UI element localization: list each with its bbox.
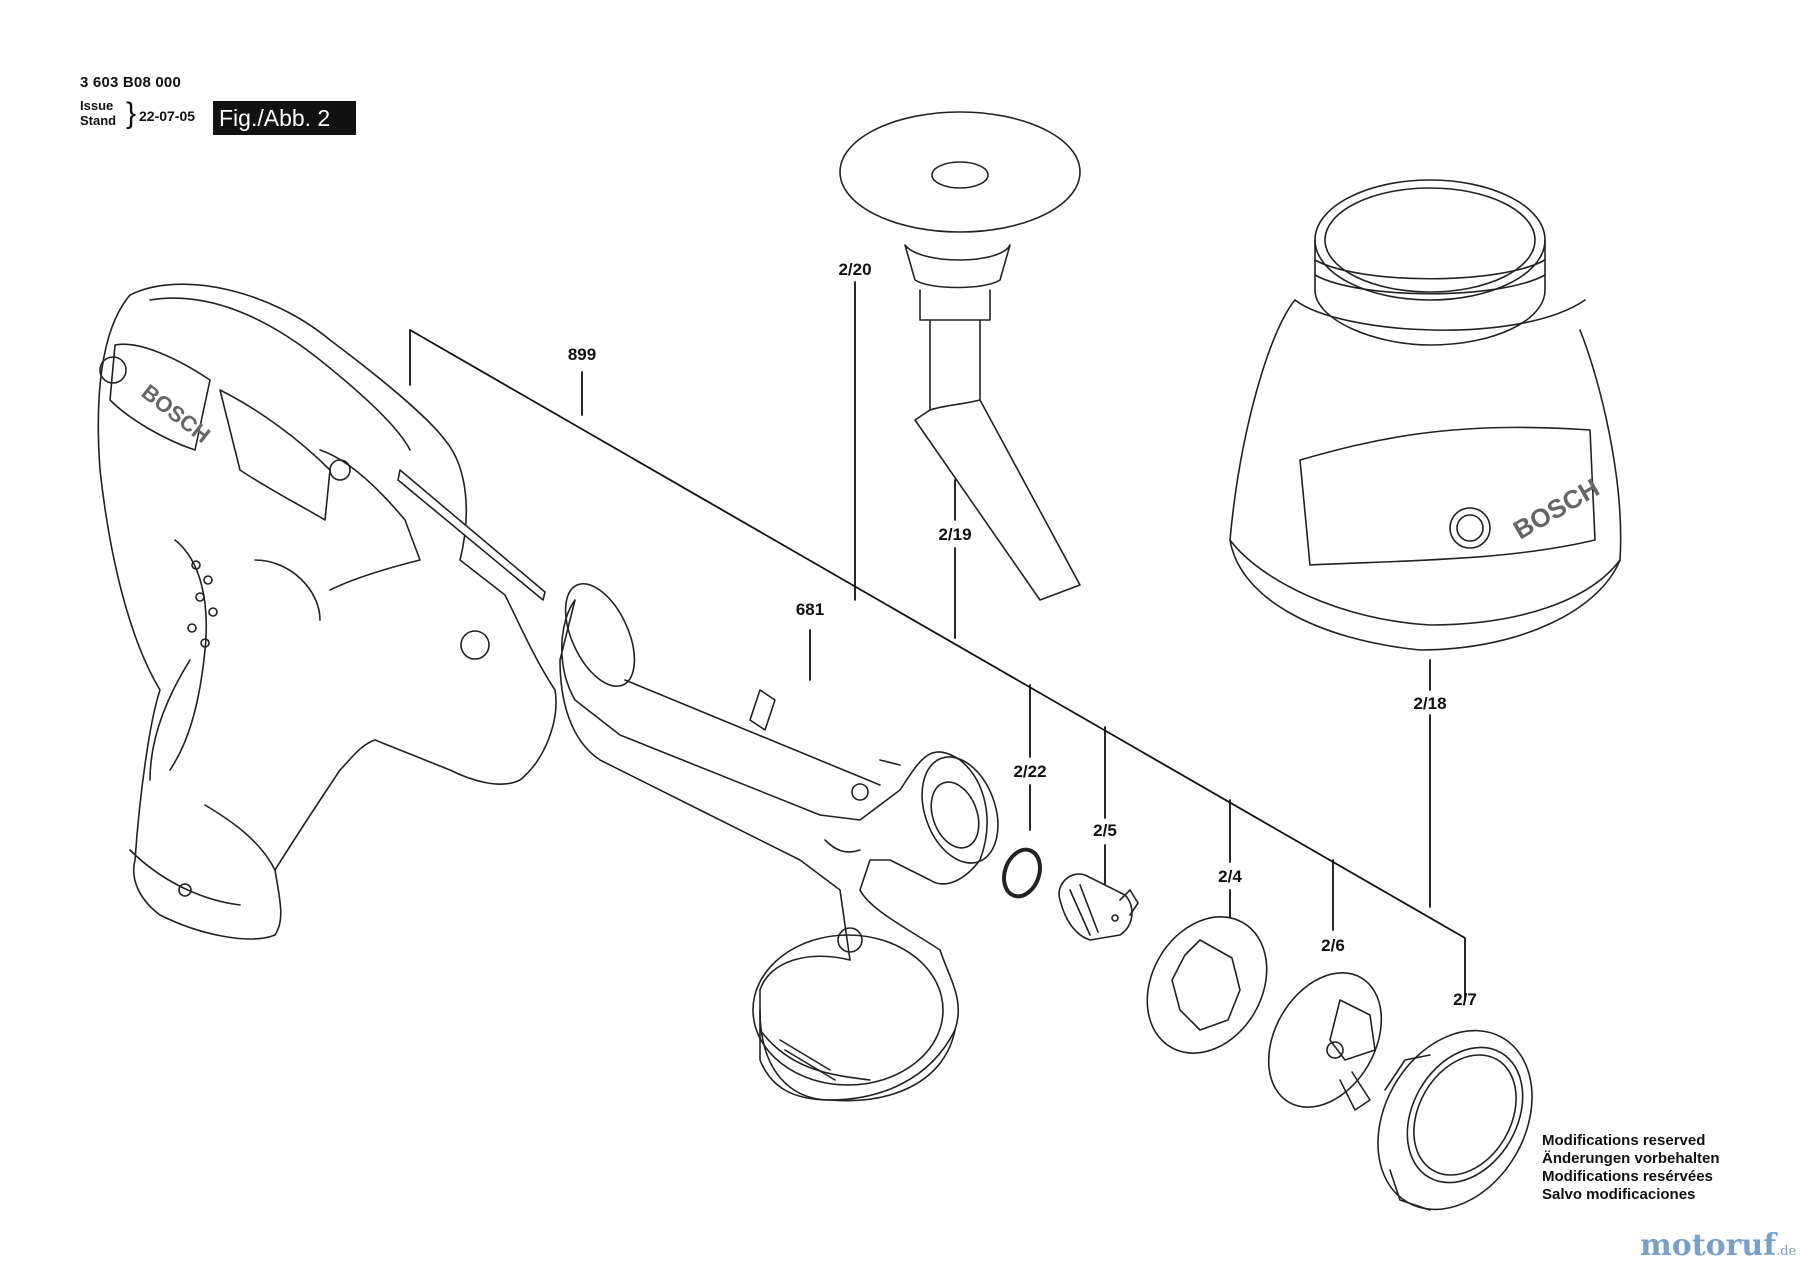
callout-2-19: 2/19 (938, 525, 972, 544)
callout-681: 681 (795, 600, 825, 619)
suction-tube (840, 112, 1080, 600)
handle-logo-icon (100, 357, 126, 383)
issue-date: 22-07-05 (139, 108, 196, 124)
part-number: 3 603 B08 000 (80, 74, 182, 91)
callout-2-20: 2/20 (838, 260, 872, 279)
note-fr: Modifications resérvées (1542, 1168, 1713, 1185)
leader-lines (410, 282, 1465, 1000)
nozzle-valve (1059, 874, 1138, 940)
watermark-logo: motoruf.de (1640, 1228, 1796, 1263)
modification-notes: Modifications reserved Änderungen vorbeh… (1542, 1132, 1720, 1204)
watermark-name: motoruf (1640, 1228, 1777, 1263)
pump-housing (551, 573, 1011, 1100)
leader-main-assembly (410, 330, 1465, 1000)
union-nut (1347, 1003, 1563, 1238)
retaining-ring (1123, 895, 1290, 1075)
o-ring (998, 845, 1046, 902)
note-en: Modifications reserved (1542, 1132, 1706, 1149)
callout-2-5: 2/5 (1093, 821, 1117, 840)
callout-2-4: 2/4 (1218, 867, 1242, 886)
callout-2-22: 2/22 (1013, 762, 1047, 781)
callout-2-18: 2/18 (1413, 694, 1447, 713)
watermark-tld: .de (1776, 1244, 1797, 1259)
brace-symbol: } (126, 97, 137, 130)
callout-899: 899 (567, 345, 597, 364)
note-de: Änderungen vorbehalten (1542, 1150, 1720, 1167)
stand-label: Stand (80, 113, 117, 128)
callout-2-7: 2/7 (1453, 990, 1477, 1009)
figure-badge: Fig./Abb. 2 (213, 101, 356, 135)
nozzle-cap (1246, 953, 1405, 1128)
callout-2-6: 2/6 (1321, 936, 1345, 955)
paint-container (1230, 180, 1621, 650)
issue-stand-label: Issue Stand (80, 98, 116, 128)
handle-housing (98, 284, 556, 939)
issue-label: Issue (80, 98, 114, 113)
note-es: Salvo modificaciones (1542, 1186, 1696, 1203)
container-logo-text: BOSCH (1508, 472, 1604, 545)
